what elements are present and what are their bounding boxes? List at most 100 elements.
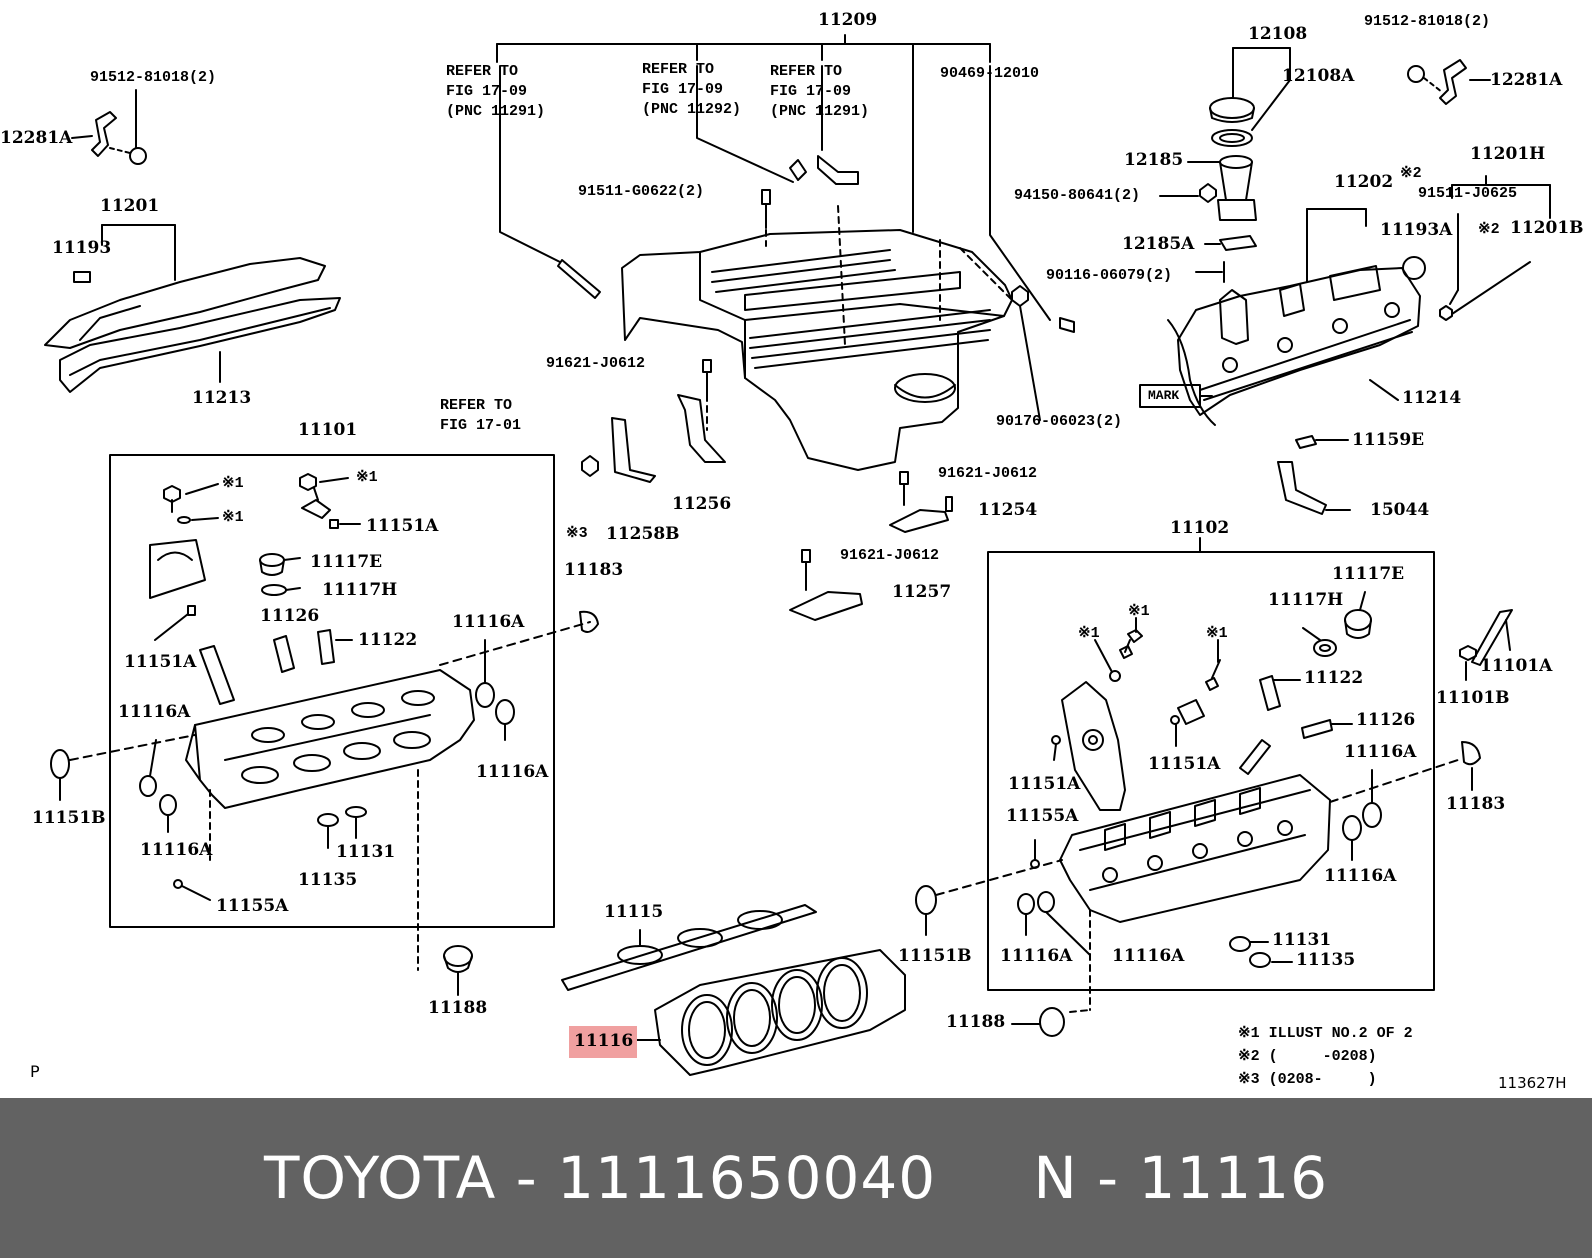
callout-91512-left: 91512-81018(2) xyxy=(90,69,217,86)
callout-left-11155a: 11155A xyxy=(216,896,289,916)
callout-left-11122: 11122 xyxy=(358,630,418,650)
callout-11209: 11209 xyxy=(818,10,878,30)
callout-right-note1-b: ※1 xyxy=(1078,625,1100,642)
callout-11258b: 11258B xyxy=(606,524,680,544)
callout-11116: 11116 xyxy=(574,1031,634,1051)
callout-right-11126: 11126 xyxy=(1356,710,1416,730)
gasket-11116 xyxy=(635,949,906,1076)
left-head-frame xyxy=(109,454,555,928)
callout-11193: 11193 xyxy=(52,238,112,258)
callout-mark: MARK xyxy=(1148,388,1180,403)
callout-11188-left: 11188 xyxy=(428,998,488,1018)
refer-note-3: REFER TO FIG 17-09 (PNC 11291) xyxy=(770,63,870,120)
gasket-11115 xyxy=(561,904,817,991)
footnote-3: ※3 (0208- ) xyxy=(1238,1071,1377,1088)
right-valve-cover xyxy=(1139,208,1426,426)
callout-right-11116a-b: 11116A xyxy=(1324,866,1397,886)
callout-right-11116a-d: 11116A xyxy=(1112,946,1185,966)
refer-note-2: REFER TO FIG 17-09 (PNC 11292) xyxy=(642,61,742,118)
callout-left-note1-b: ※1 xyxy=(222,509,244,526)
callout-11183-left: 11183 xyxy=(564,560,624,580)
callout-11151b-right: 11151B xyxy=(898,946,972,966)
engine-cover-11209 xyxy=(621,229,1013,471)
callout-right-note1-c: ※1 xyxy=(1206,625,1228,642)
callout-11201b: 11201B xyxy=(1510,218,1584,238)
small-parts-top xyxy=(499,65,1075,621)
callout-11214: 11214 xyxy=(1402,388,1462,408)
callout-91512-right: 91512-81018(2) xyxy=(1364,13,1491,30)
callout-91511-j0625: 91511-J0625 xyxy=(1418,185,1518,202)
callout-left-note1-c: ※1 xyxy=(356,469,378,486)
refer-note-4: REFER TO FIG 17-01 xyxy=(440,397,522,434)
callout-12185a: 12185A xyxy=(1122,234,1195,254)
callout-right-note1-a: ※1 xyxy=(1128,603,1150,620)
callout-11101a: 11101A xyxy=(1480,656,1553,676)
callout-left-11151b: 11151B xyxy=(32,808,106,828)
callout-91621-b: 91621-J0612 xyxy=(938,465,1038,482)
callout-left-11126: 11126 xyxy=(260,606,320,626)
callout-11102: 11102 xyxy=(1170,518,1230,538)
callout-11159e: 11159E xyxy=(1352,430,1425,450)
callout-90469: 90469-12010 xyxy=(940,65,1040,82)
callout-11256: 11256 xyxy=(672,494,732,514)
callout-11201h: 11201H xyxy=(1470,144,1546,164)
callout-91621-c: 91621-J0612 xyxy=(840,547,940,564)
callout-11202: 11202 xyxy=(1334,172,1394,192)
callout-right-11151a-a: 11151A xyxy=(1148,754,1221,774)
callout-15044: 15044 xyxy=(1370,500,1430,520)
callout-right-11117e: 11117E xyxy=(1332,564,1405,584)
refer-note-1: REFER TO FIG 17-09 (PNC 11291) xyxy=(446,63,546,120)
callout-left-11135: 11135 xyxy=(298,870,358,890)
callout-12185: 12185 xyxy=(1124,150,1184,170)
bracket-11201h xyxy=(1439,175,1551,321)
hook-12281a-left xyxy=(71,89,147,165)
page-letter: P xyxy=(30,1062,40,1081)
callout-91511-g0622: 91511-G0622(2) xyxy=(578,183,705,200)
callout-left-11117e: 11117E xyxy=(310,552,383,572)
parts-diagram: 11209 11201 11193 11213 12281A 91512-810… xyxy=(0,10,1584,1092)
callout-note2-a: ※2 xyxy=(1400,165,1422,182)
left-valve-cover xyxy=(44,224,341,393)
callout-11254: 11254 xyxy=(978,500,1038,520)
callout-right-11116a-a: 11116A xyxy=(1344,742,1417,762)
left-cylinder-head xyxy=(50,473,599,996)
diagram-drawing xyxy=(44,34,1551,1076)
hook-12281a-right xyxy=(1407,59,1491,105)
callout-right-11155a: 11155A xyxy=(1006,806,1079,826)
highlight-11116 xyxy=(569,1026,637,1058)
callout-12108a: 12108A xyxy=(1282,66,1355,86)
part-number-banner: TOYOTA - 1111650040 N - 11116 xyxy=(0,1098,1592,1258)
callout-left-11117h: 11117H xyxy=(322,580,398,600)
right-head-frame xyxy=(987,551,1435,991)
callout-right-11117h: 11117H xyxy=(1268,590,1344,610)
callout-91621-a: 91621-J0612 xyxy=(546,355,646,372)
callout-11115: 11115 xyxy=(604,902,664,922)
callout-left-11116a-a: 11116A xyxy=(452,612,525,632)
right-cylinder-head xyxy=(915,537,1513,1037)
callout-11213: 11213 xyxy=(192,388,252,408)
callout-left-11116a-c: 11116A xyxy=(476,762,549,782)
callout-left-11116a-b: 11116A xyxy=(118,702,191,722)
callout-11201: 11201 xyxy=(100,196,160,216)
callout-90116: 90116-06079(2) xyxy=(1046,267,1173,284)
callout-11193a: 11193A xyxy=(1380,220,1453,240)
callout-right-11116a-c: 11116A xyxy=(1000,946,1073,966)
callout-left-11116a-d: 11116A xyxy=(140,840,213,860)
callout-right-11135: 11135 xyxy=(1296,950,1356,970)
illustration-code: 113627H xyxy=(1498,1074,1567,1092)
callout-11188-right: 11188 xyxy=(946,1012,1006,1032)
callout-note2-b: ※2 xyxy=(1478,221,1500,238)
callout-94150: 94150-80641(2) xyxy=(1014,187,1141,204)
callout-12281a-left: 12281A xyxy=(0,128,73,148)
callout-12108: 12108 xyxy=(1248,24,1308,44)
callout-11257: 11257 xyxy=(892,582,952,602)
bracket-11209 xyxy=(496,34,991,233)
callout-12281a-right: 12281A xyxy=(1490,70,1563,90)
callout-90176: 90176-06023(2) xyxy=(996,413,1123,430)
callout-left-11151a-a: 11151A xyxy=(366,516,439,536)
part-number-text: TOYOTA - 1111650040 N - 11116 xyxy=(263,1144,1329,1212)
callout-11101b: 11101B xyxy=(1436,688,1510,708)
callout-right-11122: 11122 xyxy=(1304,668,1364,688)
footnote-1: ※1 ILLUST NO.2 OF 2 xyxy=(1238,1025,1413,1042)
callout-11101: 11101 xyxy=(298,420,358,440)
